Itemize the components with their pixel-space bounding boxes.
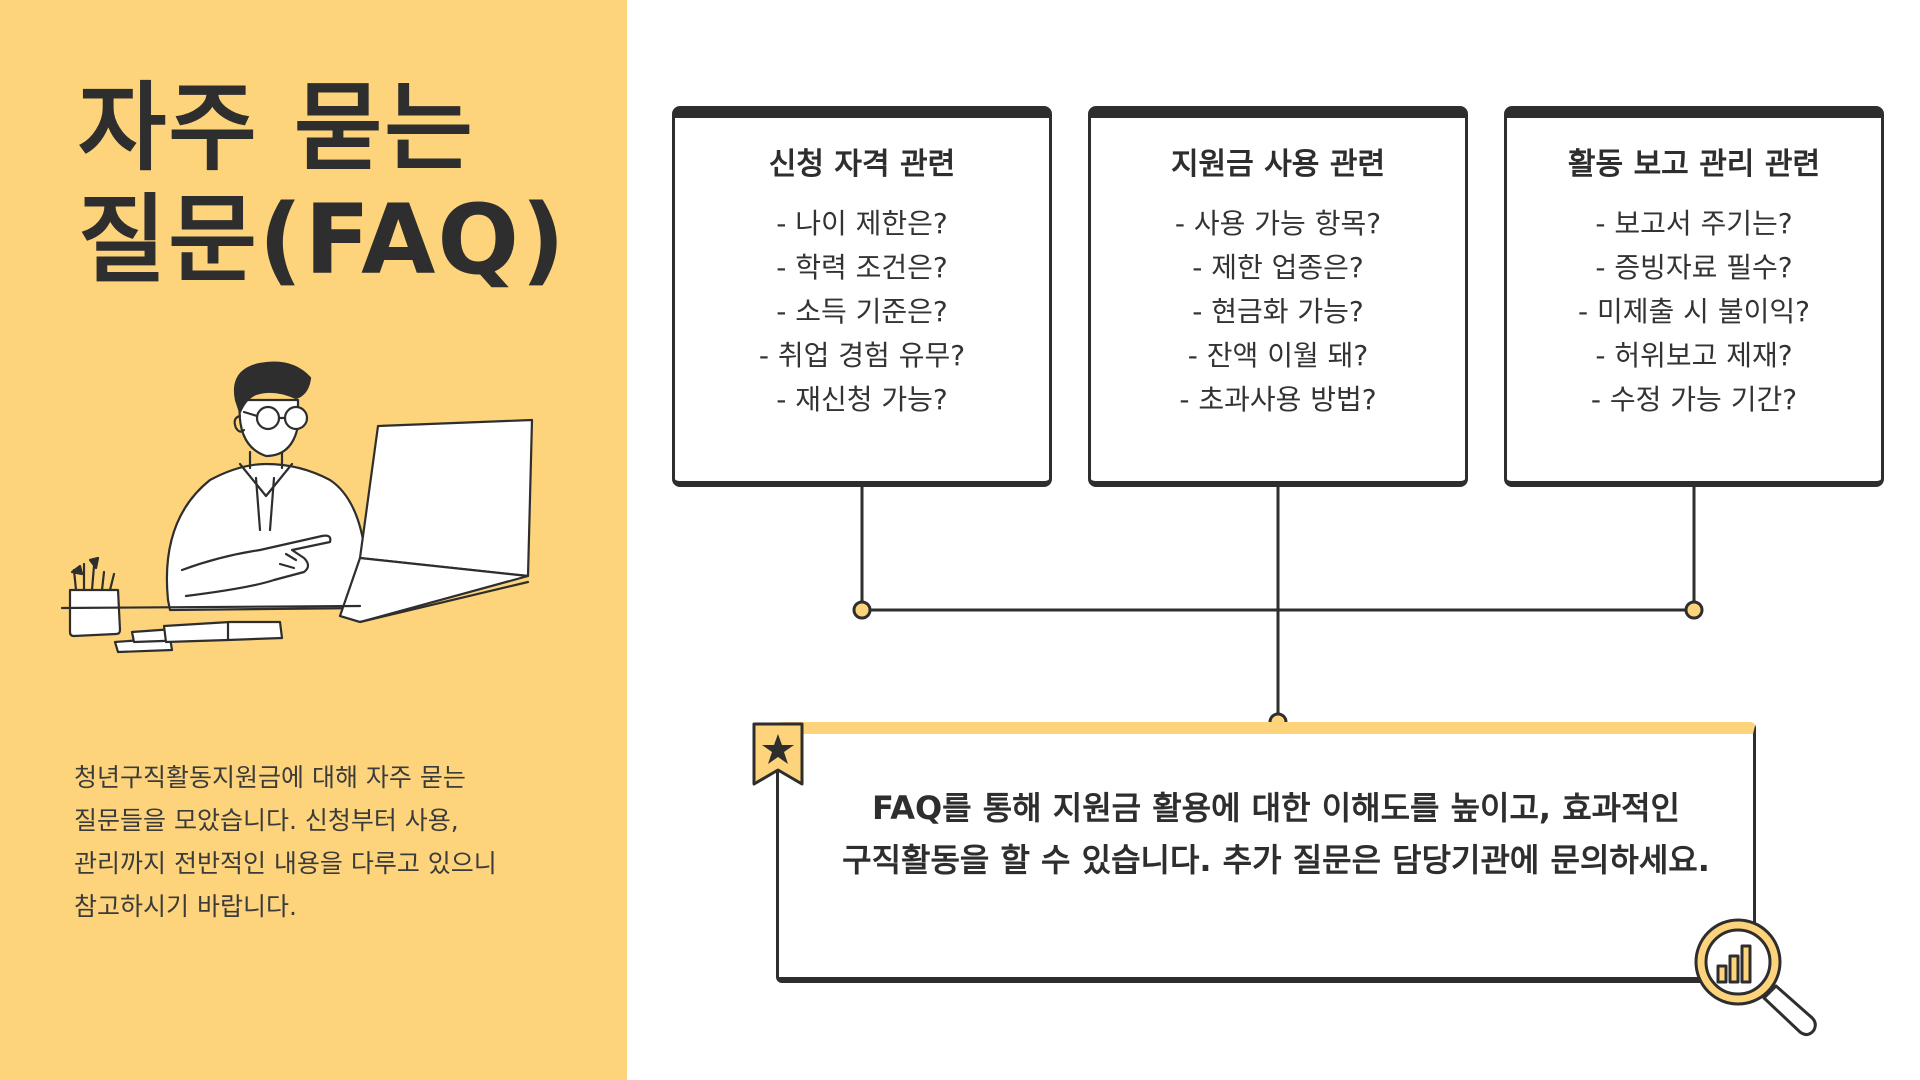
summary-note-text: FAQ를 통해 지원금 활용에 대한 이해도를 높이고, 효과적인 구직활동을 … (842, 789, 1710, 879)
intro-paragraph: 청년구직활동지원금에 대해 자주 묻는 질문들을 모았습니다. 신청부터 사용,… (74, 763, 497, 921)
summary-note-box: FAQ를 통해 지원금 활용에 대한 이해도를 높이고, 효과적인 구직활동을 … (776, 722, 1756, 983)
connector-dot-left (852, 600, 872, 620)
faq-card-fund-usage: 지원금 사용 관련 - 사용 가능 항목? - 제한 업종은? - 현금화 가능… (1088, 106, 1468, 487)
connector-dot-right (1684, 600, 1704, 620)
question-list: - 보고서 주기는? - 증빙자료 필수? - 미제출 시 불이익? - 허위보… (1507, 202, 1881, 422)
question-item: - 사용 가능 항목? (1174, 207, 1382, 240)
question-item: - 미제출 시 불이익? (1578, 295, 1810, 328)
question-item: - 나이 제한은? (776, 207, 948, 240)
card-title: 지원금 사용 관련 (1170, 147, 1386, 182)
question-item: - 초과사용 방법? (1179, 383, 1377, 416)
page-title: 자주 묻는 질문(FAQ) (78, 72, 567, 296)
question-item: - 잔액 이월 돼? (1187, 339, 1369, 372)
star-icon (752, 722, 804, 786)
question-item: - 학력 조건은? (776, 251, 948, 284)
question-item: - 수정 가능 기간? (1590, 383, 1798, 416)
page-title-line-1: 자주 묻는 (78, 72, 475, 184)
question-item: - 증빙자료 필수? (1595, 251, 1793, 284)
question-list: - 나이 제한은? - 학력 조건은? - 소득 기준은? - 취업 경험 유무… (675, 202, 1049, 422)
question-item: - 허위보고 제재? (1595, 339, 1793, 372)
question-item: - 재신청 가능? (776, 383, 948, 416)
faq-card-activity-report: 활동 보고 관리 관련 - 보고서 주기는? - 증빙자료 필수? - 미제출 … (1504, 106, 1884, 487)
page-title-line-2: 질문(FAQ) (78, 184, 567, 296)
person-at-laptop-illustration (60, 361, 534, 654)
magnifier-chart-icon (1694, 918, 1817, 1037)
question-item: - 보고서 주기는? (1595, 207, 1793, 240)
card-title: 활동 보고 관리 관련 (1567, 147, 1821, 182)
left-panel: 자주 묻는 질문(FAQ) (0, 0, 627, 1080)
question-item: - 현금화 가능? (1192, 295, 1364, 328)
question-item: - 소득 기준은? (776, 295, 948, 328)
question-item: - 제한 업종은? (1192, 251, 1364, 284)
card-title: 신청 자격 관련 (768, 147, 956, 182)
question-item: - 취업 경험 유무? (758, 339, 966, 372)
faq-card-eligibility: 신청 자격 관련 - 나이 제한은? - 학력 조건은? - 소득 기준은? -… (672, 106, 1052, 487)
question-list: - 사용 가능 항목? - 제한 업종은? - 현금화 가능? - 잔액 이월 … (1091, 202, 1465, 422)
